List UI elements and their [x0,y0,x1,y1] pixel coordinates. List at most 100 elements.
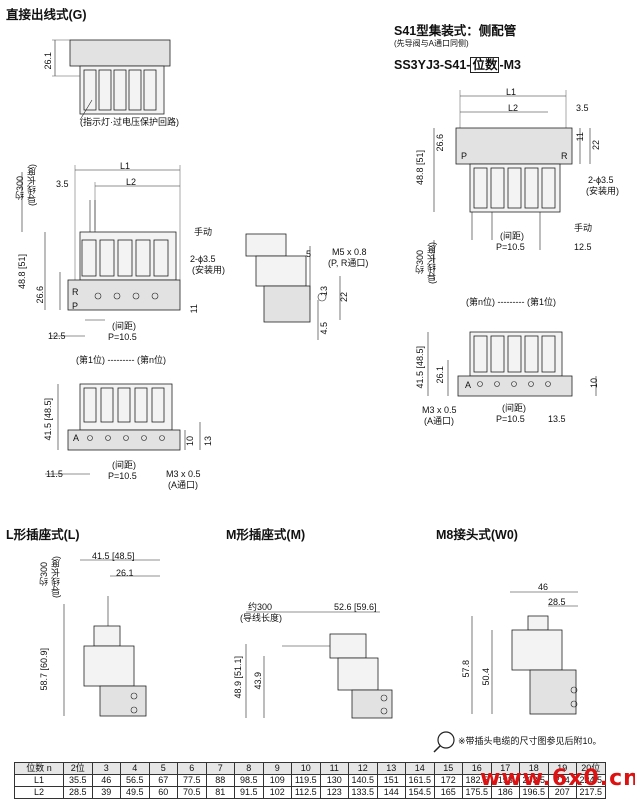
dim-3-5-left: 3.5 [56,179,69,189]
watermark: www.6x0.cn [480,766,635,791]
dim-48-9-m: 48.9 [51.1] [233,656,243,699]
table-col-header: 10 [291,762,321,775]
dim-50-4-m8: 50.4 [481,668,491,686]
section-title-s41: S41型集装式：侧配管 [394,24,517,38]
table-col-header: 15 [433,762,463,775]
table-col-header: 7 [205,762,235,775]
section-title-direct: 直接出线式(G) [6,8,87,22]
table-cell: 35.5 [63,774,93,787]
dim-3-5-right: 3.5 [576,103,589,113]
port-P-left: P [72,301,79,311]
table-cell: 161.5 [405,774,435,787]
table-cell: 60 [148,786,178,799]
table-col-header: 8 [234,762,264,775]
dim-10-left: 10 [185,436,195,447]
table-col-header: 18 [519,762,549,775]
m5-port: M5 x 0.8 [332,247,367,257]
pitch-note-right-bottom: (间距) [502,403,526,413]
dim-43-9-m: 43.9 [253,672,263,690]
table-col-header: 11 [319,762,349,775]
model-code-stations: 位数 [470,57,500,73]
dim-26-1: 26.1 [43,52,53,70]
lead-length-left: 约300 [15,176,25,201]
dim-13-5-right: 13.5 [548,414,566,424]
table-cell: 109 [262,774,292,787]
table-col-header: 12 [348,762,378,775]
dim-41-5-right: 41.5 [48.5] [415,346,425,389]
direct-top-view [52,39,171,121]
m8-type-view [471,591,578,715]
table-col-header: 13 [376,762,406,775]
table-cell: 119.5 [291,774,321,787]
l-type-view [63,559,160,717]
table-row-label: L2 [14,786,64,799]
table-cell: 56.5 [120,774,150,787]
table-cell: 186 [490,786,520,799]
dim-48-8-left: 48.8 [51] [17,254,27,290]
a-port-note-left: (A通口) [168,480,198,490]
mount-hole-note-right: (安装用) [586,186,619,196]
dim-41-5-left: 41.5 [48.5] [43,398,53,441]
table-cell: 151 [376,774,406,787]
dim-13-side: 13 [319,286,329,297]
dim-11-5-left: 11.5 [46,469,63,479]
lead-length-l: 约300 [39,562,49,587]
model-code-prefix: SS3YJ3-S41- [394,58,471,72]
pitch-note-left: (间距) [112,321,136,331]
dim-12-5-right: 12.5 [574,242,592,252]
table-cell: 217.5 [576,786,606,799]
table-cell: 28.5 [63,786,93,799]
table-header-label: 位数 n [14,762,64,775]
table-col-header: 16 [462,762,492,775]
table-cell: 46 [91,774,121,787]
dim-13-left: 13 [203,436,213,447]
mount-hole-left: 2-ϕ3.5 [190,254,216,264]
section-title-l-type: L形插座式(L) [6,528,80,542]
dim-22-side: 22 [339,292,349,303]
table-col-header: 5 [148,762,178,775]
table-cell: 39 [91,786,121,799]
mount-hole-note-left: (安装用) [192,265,225,275]
lead-length-m: 约300 [248,602,273,612]
table-cell: 67 [148,774,178,787]
pitch-left: P=10.5 [108,332,137,342]
table-cell: 98.5 [234,774,264,787]
pitch-left-bottom: P=10.5 [108,471,137,481]
dim-46-m8: 46 [538,582,549,592]
dim-26-6-left: 26.6 [35,286,45,304]
table-header-row: 位数 n 2位 3 4 5 6 7 8 9 10 11 12 13 14 15 … [14,762,606,775]
station-span-left: (第1位) --------- (第n位) [76,355,166,365]
table-cell: 133.5 [348,786,378,799]
table-cell: 102 [262,786,292,799]
table-cell: 77.5 [177,774,207,787]
table-cell: 154.5 [405,786,435,799]
dim-28-5-m8: 28.5 [548,597,566,607]
model-code-suffix: -M3 [499,58,521,72]
table-cell: 49.5 [120,786,150,799]
lead-length-note-m: (导线长度) [240,613,282,623]
pr-port-note: (P, R通口) [328,258,369,268]
table-cell: 91.5 [234,786,264,799]
table-cell: 144 [376,786,406,799]
lead-length-note-right: (导线长度) [427,242,437,284]
m-type-view [245,611,393,719]
dim-48-8-right: 48.8 [51] [415,150,425,186]
dim-26-1-right: 26.1 [435,366,445,384]
s41-note: (先导阀与A通口同侧) [394,39,469,48]
dimension-table: 位数 n 2位 3 4 5 6 7 8 9 10 11 12 13 14 15 … [14,762,606,799]
port-R-right: R [561,151,568,161]
s41-main-view [433,90,591,280]
table-col-header: 2位 [63,762,93,775]
table-col-header: 9 [262,762,292,775]
table-cell: 172 [433,774,463,787]
dim-11-right: 11 [575,132,585,142]
dim-41-5-l: 41.5 [48.5] [92,551,135,561]
table-cell: 81 [205,786,235,799]
dim-5-side: 5 [306,249,312,259]
table-cell: 165 [433,786,463,799]
direct-side-view [245,233,341,340]
dim-26-6-right: 26.6 [435,134,445,152]
lead-length-note-l: (导线长度) [51,556,61,598]
s41-bottom-view [427,331,597,397]
